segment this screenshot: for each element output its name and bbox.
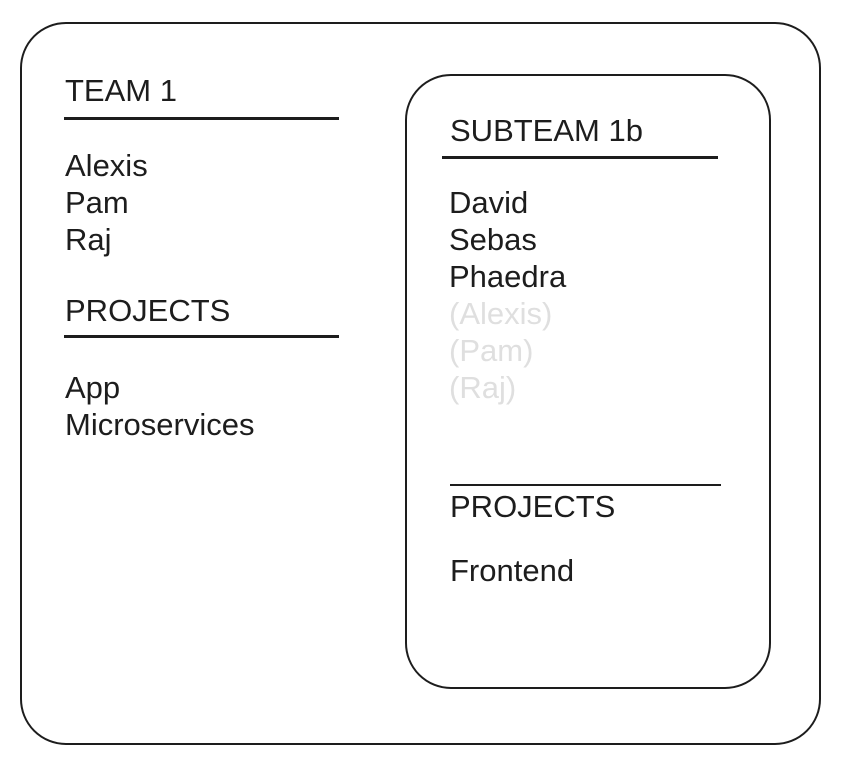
subteam1b-title-underline [442, 156, 718, 159]
team1-title-underline [64, 117, 339, 120]
subteam1b-box: SUBTEAM 1b David Sebas Phaedra (Alexis) … [405, 74, 771, 689]
subteam1b-member: Phaedra [449, 259, 567, 294]
team1-projects-heading: PROJECTS [65, 293, 231, 328]
subteam1b-member: Sebas [449, 222, 537, 257]
team1-member: Alexis [65, 148, 148, 183]
team1-project-list: App Microservices [65, 369, 254, 443]
team1-box: TEAM 1 Alexis Pam Raj PROJECTS App Micro… [20, 22, 821, 745]
team1-member: Raj [65, 222, 112, 257]
subteam1b-inherited-member: (Raj) [449, 370, 517, 405]
subteam1b-project: Frontend [450, 553, 575, 588]
team1-project: App [65, 370, 121, 405]
subteam1b-projects-heading: PROJECTS [450, 489, 616, 524]
team1-project: Microservices [65, 407, 255, 442]
team1-projects-underline [64, 335, 339, 338]
subteam1b-project-list: Frontend [450, 552, 574, 589]
subteam1b-inherited-member: (Alexis) [449, 296, 553, 331]
subteam1b-member-list: David Sebas Phaedra (Alexis) (Pam) (Raj) [449, 184, 566, 406]
subteam1b-title: SUBTEAM 1b [450, 113, 643, 148]
team1-member-list: Alexis Pam Raj [65, 147, 148, 258]
team1-title: TEAM 1 [65, 73, 177, 108]
team1-member: Pam [65, 185, 129, 220]
subteam1b-projects-overline [450, 484, 721, 486]
subteam1b-member: David [449, 185, 529, 220]
subteam1b-inherited-member: (Pam) [449, 333, 534, 368]
